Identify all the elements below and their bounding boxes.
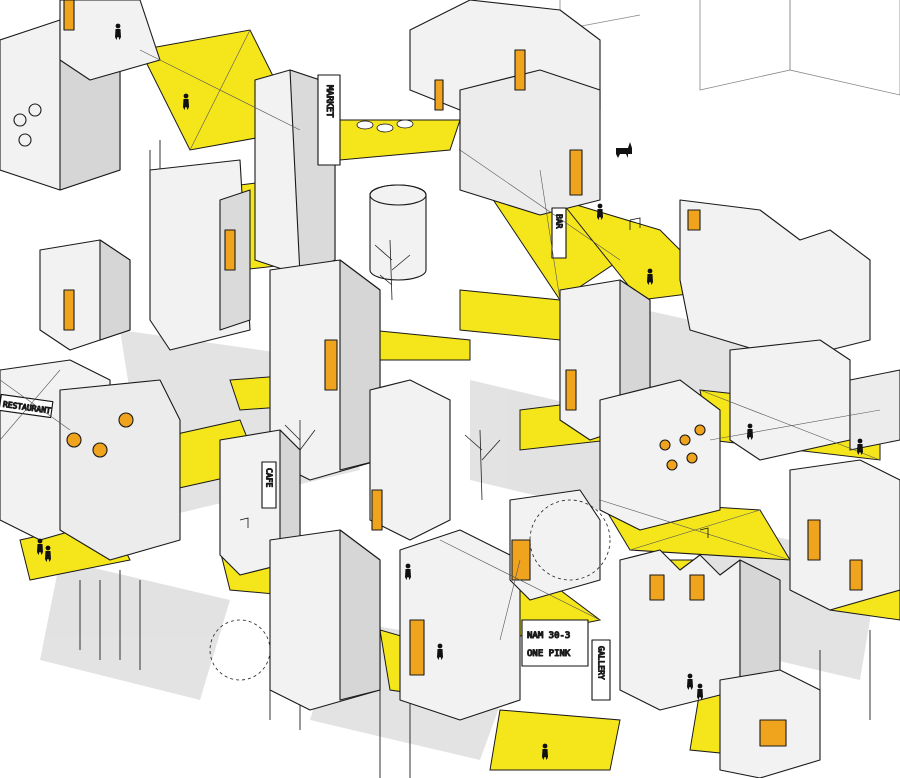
building-center-tall <box>369 379 451 541</box>
building-top-center <box>409 0 601 216</box>
building-board-block <box>509 489 601 601</box>
context-buildings <box>559 0 900 96</box>
board-sign-line1: NAM 30-3 <box>527 631 570 641</box>
building-lower-mid <box>399 529 521 721</box>
market-sign-text: MARKET <box>324 85 334 118</box>
tree-icon <box>209 239 611 681</box>
building-top-center-left <box>59 0 161 81</box>
bar-sign: BAR <box>551 207 567 259</box>
board-sign-line2: ONE PINK <box>527 649 571 659</box>
building-dotted-facade <box>599 379 721 531</box>
board-sign: NAM 30-3 ONE PINK <box>521 619 589 667</box>
gallery-sign-text: GALLERY <box>597 646 606 680</box>
bar-sign-text: BAR <box>555 214 564 229</box>
dog-icon <box>616 142 632 158</box>
restaurant-building <box>0 359 181 561</box>
cafe-sign: CAFE <box>261 461 277 509</box>
plant-icon <box>356 119 414 133</box>
building-center-left <box>149 159 251 351</box>
building-bottom-right <box>719 669 821 778</box>
restaurant-sign: RESTAURANT <box>0 393 54 419</box>
building-right-lower <box>789 459 900 611</box>
building-lower-center <box>269 529 381 711</box>
building-right-upper <box>679 199 871 361</box>
scaffolding-lines <box>0 29 881 641</box>
building-right-mid <box>729 339 900 461</box>
cafe-sign-text: CAFE <box>265 468 274 487</box>
water-tank <box>369 184 427 281</box>
chair-icon <box>239 217 709 538</box>
market-sign: MARKET <box>317 74 341 166</box>
building-left-mid <box>39 239 131 351</box>
gallery-sign: GALLERY <box>591 639 611 701</box>
